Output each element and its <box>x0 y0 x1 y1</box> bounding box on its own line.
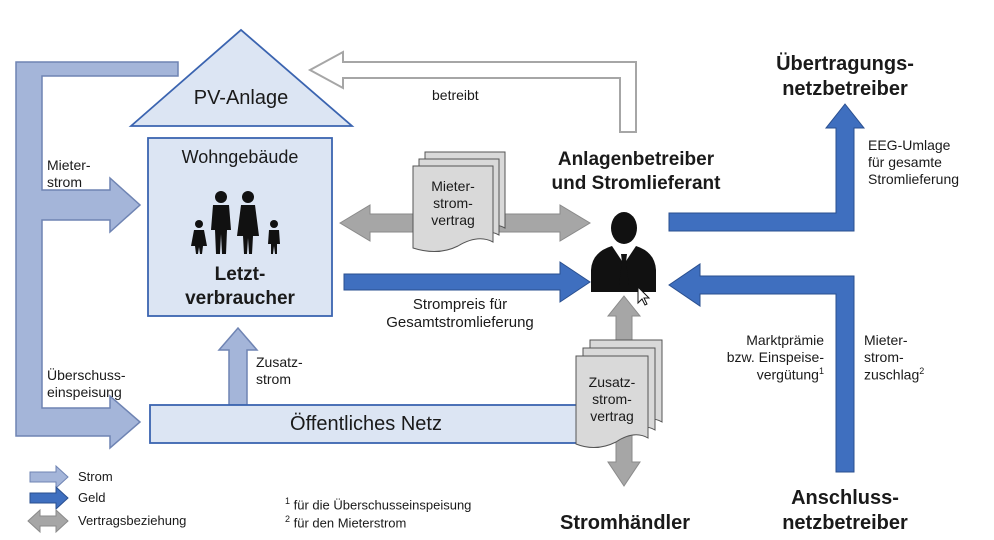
pv-anlage-label: PV-Anlage <box>193 87 289 109</box>
zusatzstrom-label: Zusatz- strom <box>256 354 303 387</box>
legend-vertrag-arrow <box>27 508 69 534</box>
betreibt-label: betreibt <box>432 87 479 103</box>
legend-strom-label: Strom <box>78 469 113 484</box>
strompreis-arrow <box>343 261 591 303</box>
letztverbraucher-label: Letzt- verbraucher <box>185 264 295 309</box>
eeg-umlage-arrow <box>668 103 866 232</box>
legend-strom-arrow <box>29 464 69 490</box>
footnote-2: 2 für den Mieterstrom <box>285 514 407 531</box>
legend-geld-arrow <box>29 485 69 511</box>
wohngebaeude-label: Wohngebäude <box>181 147 299 167</box>
ueberschusseinspeisung-label: Überschuss- einspeisung <box>47 367 126 400</box>
oeffentliches-netz-label: Öffentliches Netz <box>290 413 442 435</box>
pv-anlage-roof <box>128 28 355 127</box>
strompreis-label: Strompreis für Gesamtstromlieferung <box>386 296 534 331</box>
eeg-umlage-label: EEG-Umlage für gesamte Stromlieferung <box>868 137 960 187</box>
legend <box>27 464 69 534</box>
zuschlag-footnote-mark: 2 <box>919 365 925 376</box>
legend-vertrag-label: Vertragsbeziehung <box>78 513 187 528</box>
mieterstrom-label: Mieter- strom <box>47 157 91 190</box>
zusatzstrom-arrow <box>217 326 259 406</box>
zusatzstromvertrag-document <box>575 339 663 448</box>
businessman-icon <box>591 212 656 292</box>
marktpraemie-footnote-mark: 1 <box>818 365 824 376</box>
marktpraemie-arrow <box>668 263 855 473</box>
betreibt-arrow <box>307 50 637 133</box>
footnote-1: 1 für die Überschusseinspeisung <box>285 496 472 513</box>
legend-geld-label: Geld <box>78 490 106 505</box>
stromhaendler-label: Stromhändler <box>559 512 691 534</box>
anschlussnetzbetreiber-label: Anschluss- netzbetreiber <box>782 487 908 534</box>
mieterstromvertrag-text: Mieter- strom- vertrag <box>431 178 475 228</box>
oeffentliches-netz-box <box>149 404 583 444</box>
strom-loop-arrow <box>15 61 179 450</box>
marktpraemie-label: Marktprämie bzw. Einspeise- vergütung1 <box>726 332 824 383</box>
mieterstromzuschlag-label: Mieter- strom- zuschlag2 <box>864 332 925 383</box>
anlagenbetreiber-label: Anlagenbetreiber und Stromlieferant <box>551 149 721 194</box>
mieterstromvertrag-document <box>412 151 506 252</box>
zusatzstromvertrag-text: Zusatz- strom- vertrag <box>588 374 636 424</box>
uebertragungsnetzbetreiber-label: Übertragungs- netzbetreiber <box>776 53 914 100</box>
house <box>128 28 355 317</box>
family-icon <box>191 191 280 254</box>
strom-flows <box>15 61 259 450</box>
geld-flows <box>343 103 866 473</box>
cursor-icon <box>637 285 651 306</box>
